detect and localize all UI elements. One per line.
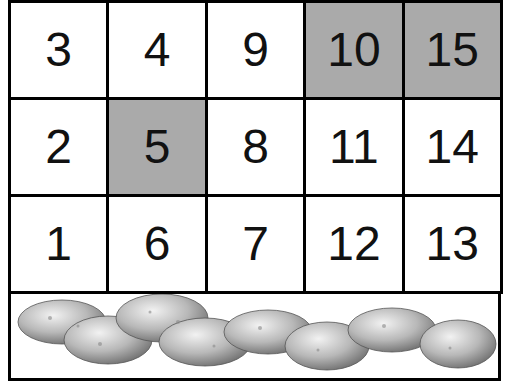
potatoes xyxy=(18,294,496,370)
number-cell: 3 xyxy=(8,0,109,100)
number-cell: 4 xyxy=(106,0,207,100)
number-cell: 13 xyxy=(402,194,503,294)
number-cell: 12 xyxy=(303,194,404,294)
cell-number: 8 xyxy=(242,123,269,171)
number-cell: 14 xyxy=(402,97,503,197)
number-cell: 5 xyxy=(106,97,207,197)
potato-spots xyxy=(48,311,452,352)
cell-number: 13 xyxy=(426,220,479,268)
number-cell: 9 xyxy=(205,0,306,100)
cell-number: 9 xyxy=(242,26,269,74)
number-cell: 1 xyxy=(8,194,109,294)
potato-panel xyxy=(10,292,500,380)
cell-number: 6 xyxy=(144,220,171,268)
number-cell: 2 xyxy=(8,97,109,197)
cell-number: 12 xyxy=(327,220,380,268)
cell-number: 2 xyxy=(45,123,72,171)
cell-number: 11 xyxy=(329,123,379,171)
number-cell: 11 xyxy=(303,97,404,197)
cell-number: 14 xyxy=(426,123,479,171)
number-cell: 10 xyxy=(303,0,404,100)
number-cell: 8 xyxy=(205,97,306,197)
cell-number: 10 xyxy=(327,26,380,74)
number-cell: 15 xyxy=(402,0,503,100)
cell-number: 4 xyxy=(144,26,171,74)
cell-number: 1 xyxy=(45,220,72,268)
number-cell: 6 xyxy=(106,194,207,294)
cell-number: 5 xyxy=(144,123,171,171)
cell-number: 15 xyxy=(426,26,479,74)
number-cell: 7 xyxy=(205,194,306,294)
cell-number: 3 xyxy=(45,26,72,74)
cell-number: 7 xyxy=(242,220,269,268)
